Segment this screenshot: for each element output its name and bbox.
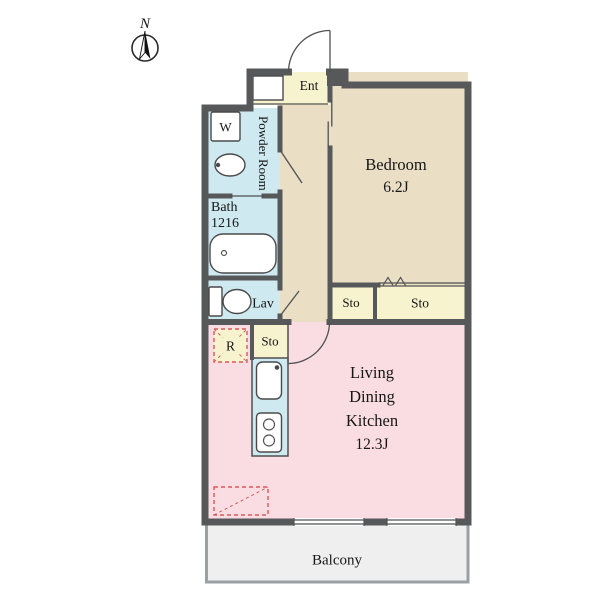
- ldk-floor: [205, 322, 468, 522]
- storage-hall-label: Sto: [342, 295, 359, 310]
- floors: [205, 72, 468, 522]
- kitchen-faucet-icon: [274, 365, 280, 370]
- kitchen-sink-icon: [255, 361, 283, 400]
- washer-label: W: [219, 120, 232, 135]
- refrigerator-hatch: [213, 328, 248, 363]
- reserved-spaces: [213, 328, 269, 516]
- shoe-cabinet-icon: [252, 75, 284, 101]
- burner-icon: [262, 418, 276, 431]
- north-compass: N: [131, 16, 159, 62]
- ldk-label-line1: Living: [350, 363, 394, 382]
- bath-label: Bath: [211, 200, 237, 215]
- reserved-space-box: [213, 486, 269, 516]
- ldk-label-line2: Dining: [349, 387, 395, 406]
- ldk-label-line3: Kitchen: [346, 411, 398, 430]
- refrigerator-hatch: [213, 328, 248, 363]
- folding-door-chevron-icon: [382, 276, 394, 286]
- window: [294, 518, 364, 526]
- wash-basin-icon: [214, 153, 246, 177]
- storage-kitchen-floor: [252, 322, 288, 358]
- refrigerator-label-bg: [222, 337, 239, 354]
- balcony-label: Balcony: [312, 553, 362, 569]
- bedroom-hall-floor: [280, 72, 468, 322]
- toilet-tank-icon: [208, 286, 223, 317]
- ldk-size-label: 12.3J: [355, 436, 388, 453]
- entrance-door-arc: [287, 29, 331, 73]
- storage-bedroom-label: Sto: [411, 296, 429, 311]
- walls: [201, 68, 472, 526]
- bath-size-label: 1216: [211, 216, 239, 231]
- bedroom-label: Bedroom: [365, 155, 427, 174]
- burner-icon: [262, 434, 276, 447]
- labels: Ent Powder Room W Bath 1216 Lav Bedroom …: [211, 78, 429, 569]
- compass-needle-icon: [145, 31, 151, 59]
- reserved-space-diagonal: [213, 486, 269, 516]
- washing-machine-icon: [210, 111, 241, 142]
- ent-label: Ent: [300, 78, 319, 93]
- faucet-icon: [215, 162, 221, 168]
- storage-kitchen-label: Sto: [261, 334, 278, 349]
- stove-icon: [255, 412, 283, 453]
- folding-door-chevron-icon: [395, 276, 406, 286]
- lav-label: Lav: [252, 297, 274, 312]
- powder-room-label: Powder Room: [256, 116, 271, 191]
- bathtub-icon: [209, 233, 277, 274]
- ldk-door-arc: [287, 321, 331, 365]
- powder-door-leaf: [279, 149, 303, 184]
- bedroom-size-label: 6.2J: [383, 179, 408, 196]
- refrigerator-label: R: [226, 339, 235, 354]
- storage-bedroom-floor: [375, 285, 468, 322]
- north-label: N: [139, 16, 151, 32]
- doors-windows: [230, 29, 466, 526]
- storage-hall-floor: [330, 285, 375, 322]
- bathtub-drain-icon: [220, 249, 228, 257]
- window: [387, 518, 456, 526]
- fixtures: [208, 111, 283, 453]
- lav-door-leaf: [279, 290, 300, 317]
- toilet-bowl-icon: [222, 288, 252, 315]
- compass-needle-icon: [138, 30, 146, 61]
